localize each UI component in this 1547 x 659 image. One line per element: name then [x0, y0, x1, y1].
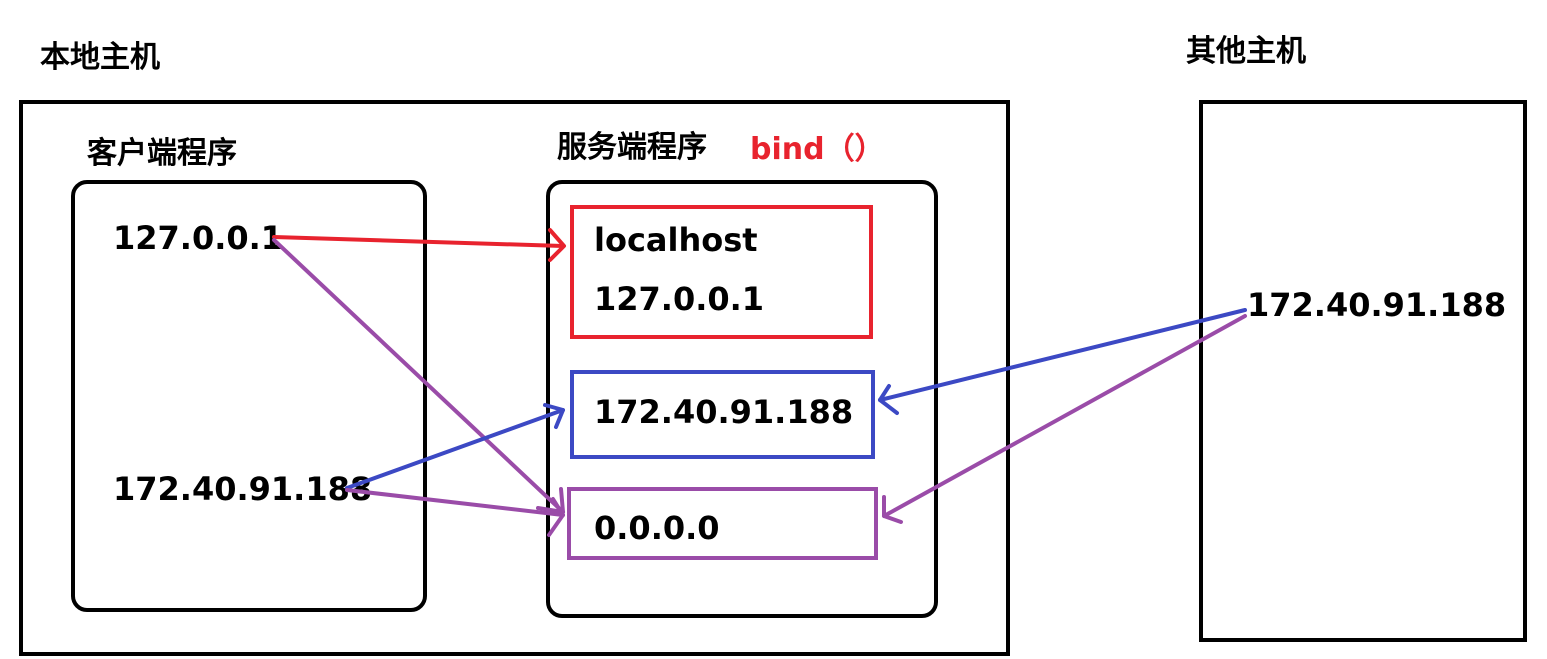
bind-call-label: bind（） — [750, 132, 885, 167]
server-loopback-box — [570, 205, 873, 339]
other-host-box — [1199, 100, 1527, 642]
server-lan-box — [570, 370, 875, 459]
server-loopback-ip: 127.0.0.1 — [594, 280, 765, 318]
server-any-ip: 0.0.0.0 — [594, 509, 720, 547]
arrow-client-loopback-to-localhost — [272, 228, 566, 262]
server-lan-ip: 172.40.91.188 — [594, 393, 854, 431]
local-host-title: 本地主机 — [40, 40, 160, 75]
arrow-client-loopback-to-any — [272, 238, 565, 514]
server-program-title: 服务端程序 — [557, 130, 707, 165]
server-program-box — [546, 180, 938, 618]
client-program-title: 客户端程序 — [87, 136, 237, 171]
arrow-other-to-lan — [878, 308, 1247, 415]
client-loopback-ip: 127.0.0.1 — [113, 219, 284, 257]
client-lan-ip: 172.40.91.188 — [113, 470, 373, 508]
server-any-box — [567, 487, 878, 560]
arrow-client-lan-to-any — [345, 488, 565, 537]
other-host-title: 其他主机 — [1186, 34, 1306, 69]
local-host-box — [19, 100, 1010, 656]
arrow-client-lan-to-lan — [345, 403, 565, 490]
server-loopback-name: localhost — [594, 221, 758, 259]
arrow-other-to-any — [882, 314, 1247, 524]
other-host-ip: 172.40.91.188 — [1247, 286, 1507, 324]
client-program-box — [71, 180, 427, 612]
